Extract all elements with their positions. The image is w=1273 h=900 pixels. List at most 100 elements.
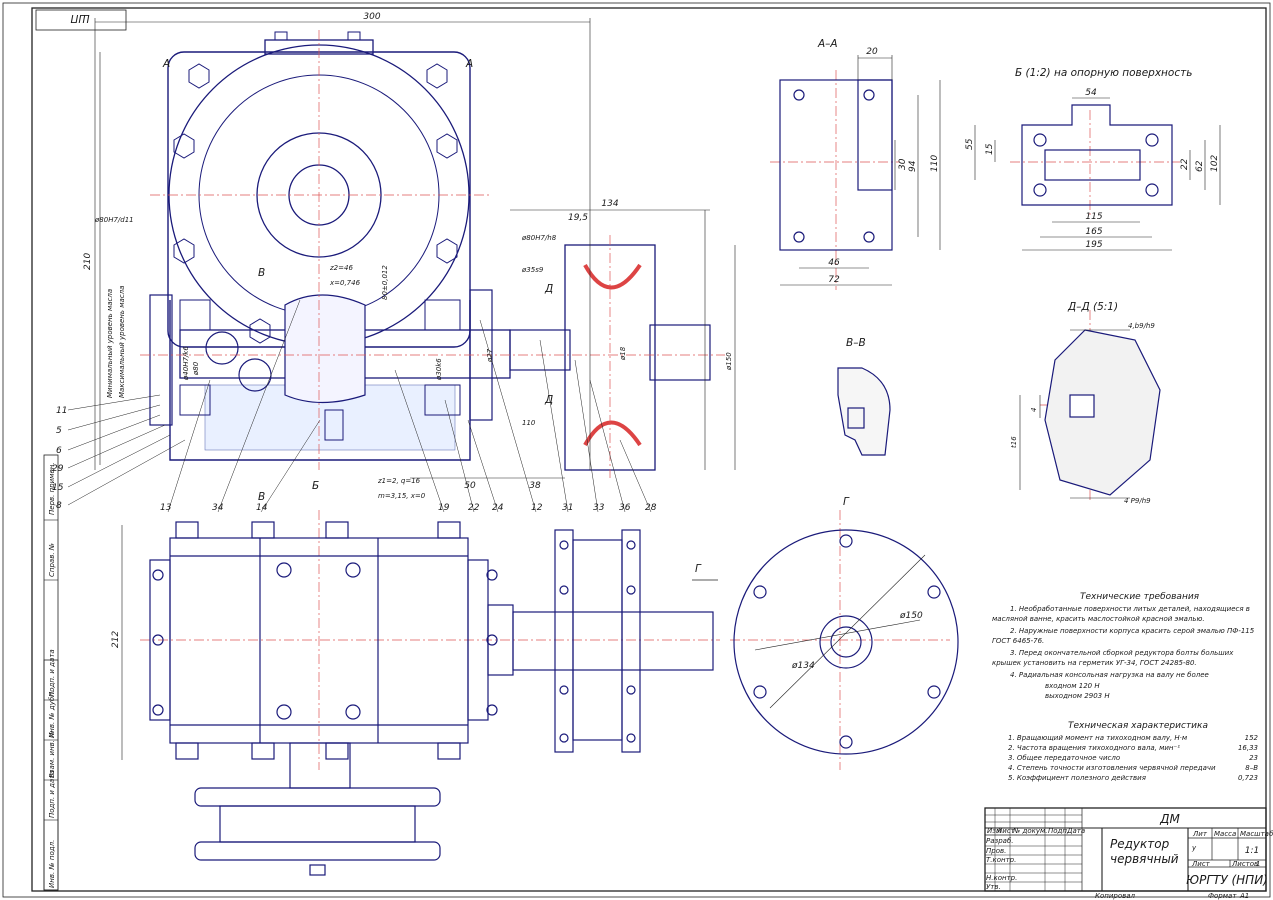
tech-char-title: Техническая характеристика: [1068, 721, 1208, 731]
dim-112: 80±0,012: [381, 265, 389, 300]
leader-24: 24: [492, 503, 504, 513]
dim-212: 212: [111, 631, 121, 648]
b-102: 102: [1210, 155, 1220, 172]
dd-left16: t16: [1010, 436, 1018, 448]
b-54: 54: [1085, 88, 1097, 98]
tech-char-label-2: 2. Частота вращения тихоходного вала, ми…: [1008, 744, 1180, 752]
dd-top: 4,b9/h9: [1128, 322, 1155, 330]
leader-11: 11: [56, 406, 67, 416]
tb-scale-value: 1:1: [1245, 846, 1259, 856]
mark-g: Г: [843, 496, 850, 508]
tb-col-sign: Подп.: [1048, 827, 1069, 835]
title-b: Б (1:2) на опорную поверхность: [1015, 67, 1192, 79]
dim-150-circle: ø150: [899, 611, 923, 621]
mark-d-bottom: Д: [544, 394, 553, 406]
mark-g-arrow: Г: [695, 563, 702, 575]
tb-lit-value: у: [1191, 844, 1197, 852]
leader-8: 8: [56, 501, 62, 511]
leaders-left: 11 5 6 29 15 8: [52, 394, 186, 511]
title-block: [984, 807, 1267, 892]
gear-param-top2: x=0,746: [329, 279, 361, 287]
left-strip: Перв. примен. Справ. № Подп. и дата Инв.…: [43, 454, 59, 891]
leader-15: 15: [52, 483, 64, 493]
dim-35s9: ø35s9: [521, 266, 544, 274]
strip-label-3: Подп. и дата: [48, 649, 56, 697]
leader-34: 34: [212, 503, 224, 513]
tech-req-line-2: масляной ванне, красить маслостойкой кра…: [992, 615, 1205, 623]
tech-req-line-5: 3. Перед окончательной сборкой редуктора…: [1010, 649, 1234, 657]
tb-sheets-label: Листов: [1231, 860, 1258, 868]
b-195: 195: [1085, 240, 1102, 250]
tb-role-6: Утв.: [986, 883, 1001, 891]
b-115: 115: [1085, 212, 1102, 222]
view-vv: [837, 367, 891, 456]
b-55: 55: [965, 138, 975, 150]
gear-param-bottom1: z1=2, q=16: [377, 477, 421, 485]
dim-k6: ø30k6: [435, 358, 443, 381]
dim-80h7h8: ø80H7/h8: [521, 234, 557, 242]
gear-param-bottom2: m=3,15, x=0: [378, 492, 426, 500]
dim-134: 134: [601, 199, 618, 209]
strip-label-2: Справ. №: [48, 543, 56, 577]
tb-role-5: Н.контр.: [986, 874, 1017, 882]
strip-label-4: Инв. № дубл.: [48, 690, 56, 738]
min-oil-label: Минимальный уровень масла: [106, 289, 114, 398]
mark-d-top: Д: [544, 283, 553, 295]
aa-30: 30: [898, 158, 908, 170]
tb-mass-header: Масса: [1214, 830, 1236, 838]
strip-label-5: Взам. инв. №: [48, 730, 56, 778]
strip-label-6: Подп. и дата: [48, 770, 56, 818]
tech-req-line-7: 4. Радиальная консольная нагрузка на вал…: [1010, 671, 1209, 679]
strip-label-1: Перв. примен.: [48, 462, 56, 515]
tech-char-value-1: 152: [1245, 734, 1259, 742]
strip-label-7: Инв. № подл.: [48, 840, 56, 888]
tech-char-value-3: 23: [1249, 754, 1258, 762]
b-15: 15: [985, 143, 995, 155]
tb-sheet-label: Лист: [1191, 860, 1211, 868]
stamp-text: ШП: [70, 12, 89, 24]
mark-b: Б: [312, 480, 319, 492]
tb-role-3: Т.контр.: [986, 856, 1016, 864]
view-aa: [779, 79, 893, 251]
b-165: 165: [1085, 227, 1102, 237]
dim-110: 110: [522, 419, 536, 427]
dim-27: ø27: [486, 348, 494, 363]
dim-210: 210: [83, 253, 93, 270]
tech-requirements: Технические требования 1. Необработанные…: [992, 592, 1255, 700]
tb-copied: Копировал: [1095, 892, 1136, 900]
mark-a-right: A: [465, 58, 473, 70]
dim-18: ø18: [619, 346, 627, 361]
dim-19-5: 19,5: [568, 213, 588, 223]
b-22: 22: [1180, 158, 1190, 170]
leader-19: 19: [438, 503, 450, 513]
leader-22: 22: [468, 503, 480, 513]
leader-28: 28: [645, 503, 657, 513]
tech-char-label-4: 4. Степень точности изготовления червячн…: [1008, 764, 1216, 772]
dim-150-right: ø150: [725, 352, 733, 371]
dim-134-circle: ø134: [791, 661, 815, 671]
tb-role-2: Пров.: [986, 847, 1006, 855]
tb-org: ЮРГТУ (НПИ): [1186, 873, 1268, 887]
tech-req-line-4: ГОСТ 6465-76.: [992, 637, 1044, 645]
tb-name-2: червячный: [1110, 852, 1179, 866]
aa-94: 94: [908, 160, 918, 172]
leader-29: 29: [52, 464, 64, 474]
b-62: 62: [1195, 160, 1205, 172]
aa-110: 110: [930, 155, 940, 172]
tb-col-list: Лист: [996, 827, 1016, 835]
tech-char-label-3: 3. Общее передаточное число: [1008, 754, 1120, 762]
dim-38: 38: [529, 481, 541, 491]
inner-frame: [31, 7, 1267, 892]
tb-scale-header: Масштаб: [1240, 830, 1273, 838]
tech-req-line-8: входном 120 Н: [1045, 682, 1100, 690]
mark-a-left: A: [162, 58, 170, 70]
title-aa: А–А: [817, 38, 838, 50]
leader-5: 5: [56, 426, 62, 436]
tb-col-date: Дата: [1066, 827, 1085, 835]
dim-80: ø80: [192, 361, 200, 376]
tb-name-1: Редуктор: [1110, 837, 1170, 851]
leader-33: 33: [593, 503, 605, 513]
title-dd: Д–Д (5:1): [1067, 301, 1118, 313]
